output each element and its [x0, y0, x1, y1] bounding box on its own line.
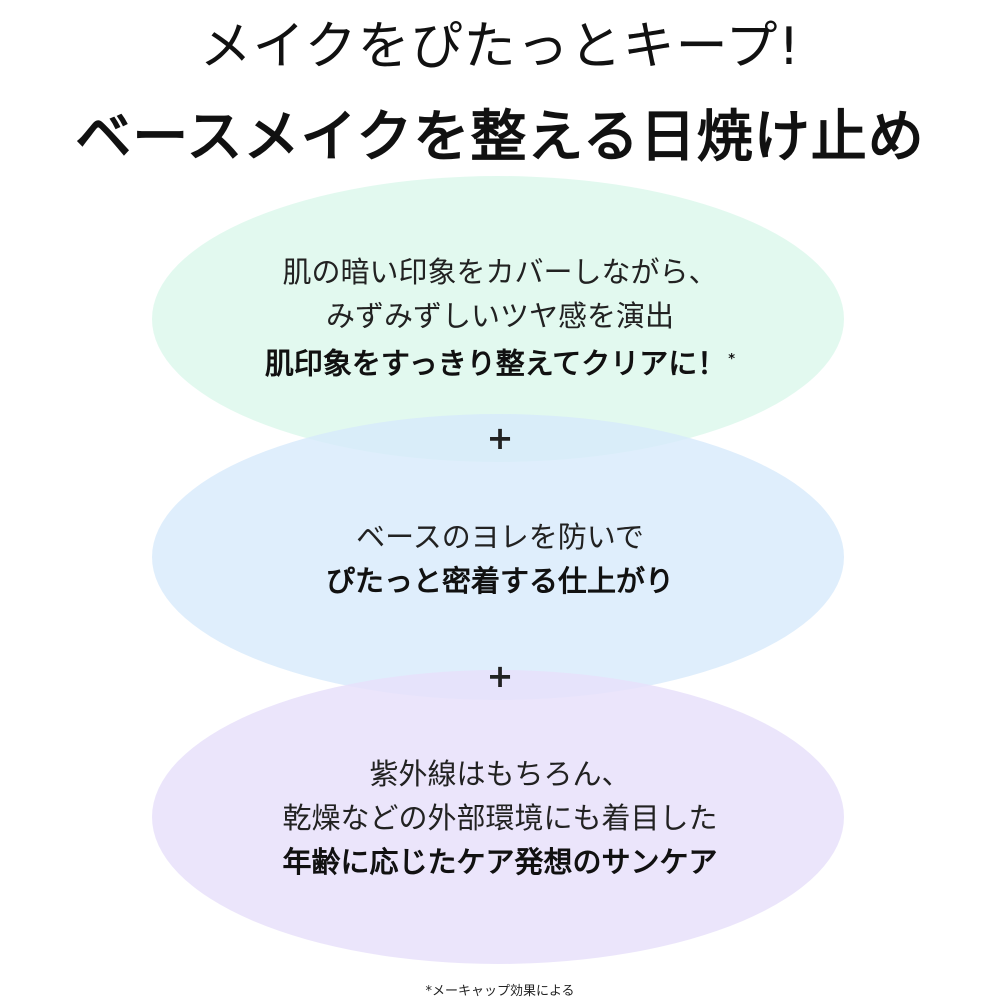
feature-highlight: 年齢に応じたケア発想のサンケア — [282, 845, 718, 879]
feature-highlight-text: 肌印象をすっきり整えてクリアに！ — [264, 346, 727, 381]
feature-text-adhesion: ベースのヨレを防いで ぴたっと密着する仕上がり — [0, 515, 1000, 603]
plus-separator: + — [486, 657, 514, 695]
tagline: メイクをぴたっとキープ! — [199, 17, 801, 77]
feature-line: 肌の暗い印象をカバーしながら、 — [282, 255, 718, 289]
plus-separator: + — [486, 419, 514, 457]
footnote: *メーキャップ効果による — [425, 984, 575, 999]
feature-bubble-suncare — [152, 670, 844, 964]
feature-text-suncare: 紫外線はもちろん、 乾燥などの外部環境にも着目した 年齢に応じたケア発想のサンケ… — [0, 752, 1000, 884]
feature-bubble-adhesion — [152, 414, 844, 700]
feature-highlight: 肌印象をすっきり整えてクリアに！* — [0, 338, 1000, 386]
feature-line: ベースのヨレを防いで — [356, 520, 644, 554]
feature-text-cover: 肌の暗い印象をカバーしながら、 みずみずしいツヤ感を演出 肌印象をすっきり整えて… — [0, 250, 1000, 386]
feature-line: みずみずしいツヤ感を演出 — [325, 299, 674, 333]
footnote-mark: * — [728, 352, 736, 367]
feature-line: 紫外線はもちろん、 — [369, 757, 631, 791]
feature-line: 乾燥などの外部環境にも着目した — [282, 801, 718, 835]
page-title: ベースメイクを整える日焼け止め — [75, 105, 925, 170]
feature-highlight: ぴたっと密着する仕上がり — [325, 564, 674, 598]
